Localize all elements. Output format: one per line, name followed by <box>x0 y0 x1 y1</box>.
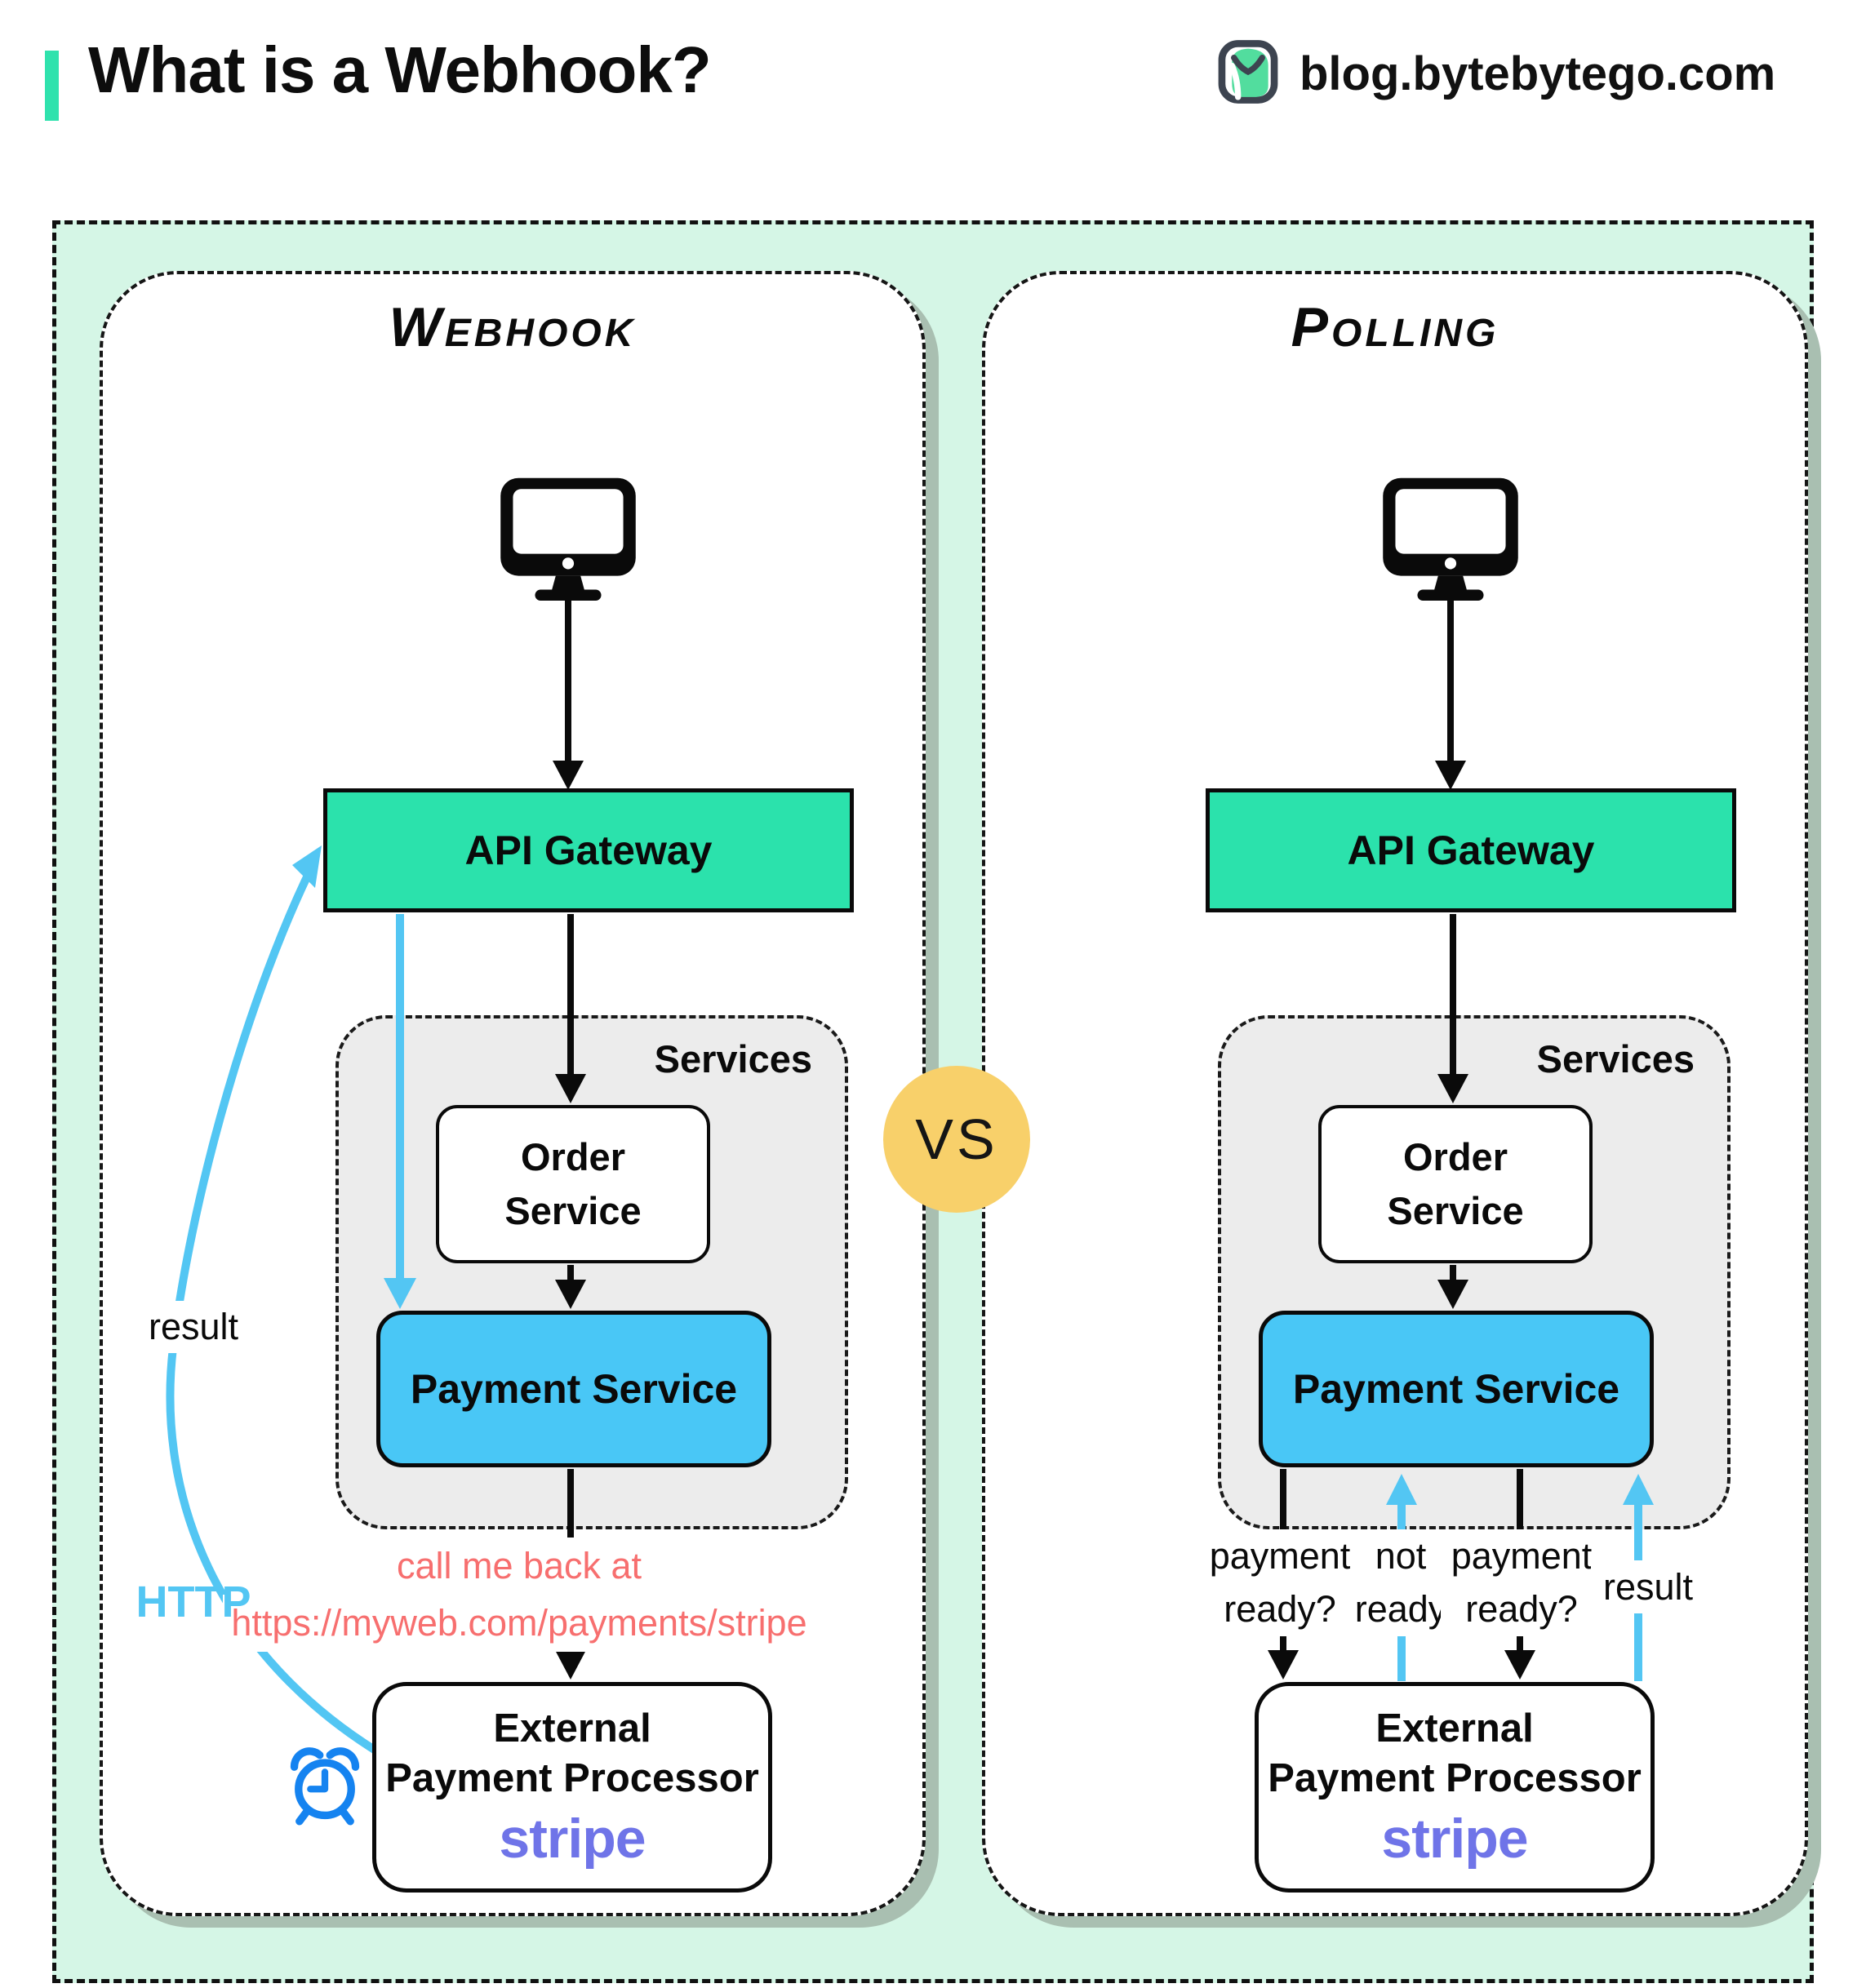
polling-arrow-label-payment-ready-2: payment ready? <box>1441 1529 1602 1636</box>
arrowhead <box>384 1278 416 1309</box>
payment-service-node: Payment Service <box>1259 1311 1654 1467</box>
polling-arrow-label-result: result <box>1591 1560 1705 1614</box>
arrowhead <box>1437 1074 1468 1103</box>
arrowhead <box>1437 1280 1468 1309</box>
api-gateway-label: API Gateway <box>1347 828 1595 873</box>
order-service-node: Order Service <box>1318 1105 1593 1263</box>
payment-service-node: Payment Service <box>376 1311 771 1467</box>
api-gateway-label: API Gateway <box>464 828 713 873</box>
services-group-label: Services <box>1536 1037 1695 1081</box>
arrowhead <box>555 1650 586 1680</box>
arrowhead <box>1268 1650 1299 1680</box>
vs-badge: VS <box>883 1066 1030 1213</box>
callback-note-line1: call me back at <box>388 1538 651 1595</box>
stripe-logo: stripe <box>499 1808 646 1870</box>
order-service-node: Order Service <box>436 1105 710 1263</box>
callback-note: call me back at https://myweb.com/paymen… <box>152 1538 886 1652</box>
arrowhead <box>1623 1474 1654 1505</box>
arrowhead <box>553 761 584 790</box>
external-processor-line2: Payment Processor <box>1268 1756 1642 1800</box>
desktop-computer-icon <box>496 477 640 601</box>
payment-service-label: Payment Service <box>1292 1366 1620 1412</box>
desktop-computer-icon <box>1379 477 1522 601</box>
services-group-label: Services <box>654 1037 812 1081</box>
result-label: result <box>124 1301 263 1353</box>
payment-service-label: Payment Service <box>410 1366 738 1412</box>
external-processor-line1: External <box>493 1706 651 1751</box>
callback-url: https://myweb.com/payments/stripe <box>223 1594 815 1652</box>
title-accent-bar <box>45 51 59 121</box>
webhook-panel-title: Webhook <box>389 296 637 358</box>
external-processor-line2: Payment Processor <box>385 1756 759 1800</box>
arrowhead <box>1435 761 1466 790</box>
brand: blog.bytebytego.com <box>1218 39 1775 109</box>
arrowhead <box>555 1074 586 1103</box>
alarm-clock-icon <box>282 1742 367 1826</box>
polling-panel-title: Polling <box>1291 296 1499 358</box>
arrowhead <box>1504 1650 1535 1680</box>
page-title: What is a Webhook? <box>88 33 712 106</box>
order-service-label: Order Service <box>1387 1135 1524 1232</box>
arrowhead <box>1386 1474 1417 1505</box>
external-processor-line1: External <box>1375 1706 1534 1751</box>
polling-panel: Polling API Gateway Services Order Servi… <box>982 271 1808 1916</box>
arrowhead <box>292 845 322 888</box>
bytebytego-logo-icon <box>1218 39 1278 109</box>
arrowhead <box>555 1280 586 1309</box>
header: What is a Webhook? blog.bytebytego.com <box>0 0 1866 188</box>
api-gateway-node: API Gateway <box>323 788 854 912</box>
order-service-label: Order Service <box>504 1135 642 1232</box>
external-payment-processor-node: External Payment Processor stripe <box>372 1682 772 1893</box>
http-label: HTTP <box>136 1578 251 1626</box>
external-payment-processor-node: External Payment Processor stripe <box>1255 1682 1655 1893</box>
polling-arrow-label-not-ready: not ready <box>1351 1529 1451 1636</box>
stripe-logo: stripe <box>1381 1808 1528 1870</box>
site-name: blog.bytebytego.com <box>1300 47 1776 100</box>
api-gateway-node: API Gateway <box>1206 788 1736 912</box>
webhook-panel: Webhook API Gateway Services Order Servi… <box>100 271 926 1916</box>
polling-arrow-label-payment-ready-1: payment ready? <box>1199 1529 1361 1636</box>
